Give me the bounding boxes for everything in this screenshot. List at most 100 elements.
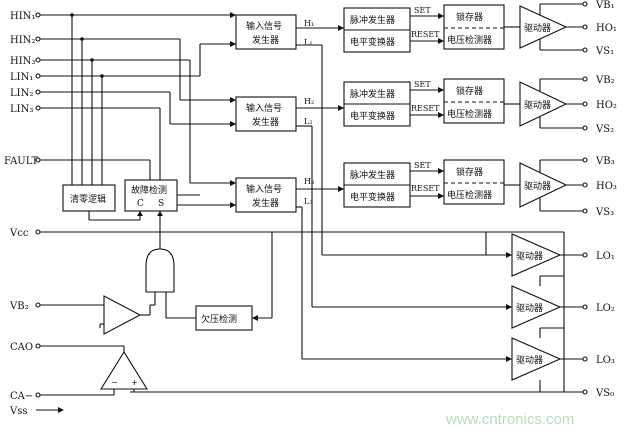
pin-label-lin3: LIN₃	[10, 104, 33, 115]
low-side-wiring	[40, 44, 583, 393]
pin-label-fault: FAULT	[4, 156, 39, 167]
pin-label-ca-minus: CA−	[10, 391, 33, 402]
input-gen-2-line2: 发生器	[252, 116, 279, 128]
label-h2: H₂	[304, 97, 314, 106]
fault-detect-c: C	[137, 199, 144, 209]
clear-logic-label: 清零逻辑	[70, 193, 106, 205]
pin-label-vs0: VS₀	[595, 388, 614, 399]
pin-label-vb2: VB₂	[595, 75, 615, 86]
set-1-label: SET	[414, 6, 431, 15]
label-h1: H₁	[304, 19, 314, 28]
pin-ca-minus	[35, 392, 41, 398]
pulse-gen-2-label: 脉冲发生器	[350, 88, 395, 100]
driver-l1-label: 驱动器	[516, 251, 543, 262]
level-shift-3-label: 电平变换器	[350, 191, 395, 203]
input-generator-1: 输入信号 发生器	[235, 14, 297, 50]
input-generator-3: 输入信号 发生器	[235, 177, 297, 213]
fault-detect-s: S	[158, 199, 164, 209]
pin-lo1	[582, 252, 588, 258]
opamp-minus: −	[111, 378, 118, 387]
label-l3: L₃	[304, 197, 313, 206]
driver-l3-label: 驱动器	[516, 355, 543, 366]
driver-h1-label: 驱动器	[524, 23, 551, 34]
pin-hin2	[35, 36, 41, 42]
pin-label-vss: Vss	[9, 406, 28, 417]
vb2-comparator	[40, 295, 155, 335]
opamp-plus: +	[131, 378, 138, 387]
pin-lin3	[35, 105, 41, 111]
pin-label-hin3: HIN₃	[10, 56, 35, 67]
pin-vb2-in	[35, 302, 41, 308]
vdetect-2-label: 电压检测器	[447, 108, 492, 120]
input-pins: HIN₁ HIN₂ HIN₃ LIN₁ LIN₂ LIN₃ FAULT Vcc …	[4, 11, 41, 417]
and-gate	[145, 248, 196, 319]
pin-vs2	[582, 125, 588, 131]
reset-2-label: RESET	[411, 104, 440, 113]
pin-label-lin2: LIN₂	[10, 88, 33, 99]
pin-fault	[35, 157, 41, 163]
vss-arrow	[36, 407, 64, 413]
pulse-gen-1-label: 脉冲发生器	[350, 14, 395, 26]
pin-label-vs1: VS₁	[595, 46, 614, 57]
input-gen-1-line1: 输入信号	[246, 20, 282, 32]
fault-detect-block: 故障检测 C S	[88, 179, 200, 249]
gen-output-labels: H₁ L₁ H₂ L₂ H₃ L₃	[304, 19, 314, 206]
input-gen-3-line2: 发生器	[252, 197, 279, 209]
pin-ho2	[582, 101, 588, 107]
low-side-driver-2: 驱动器	[511, 285, 583, 329]
input-wiring	[40, 12, 236, 208]
pin-vb2	[582, 76, 588, 82]
pin-label-lin1: LIN₁	[10, 72, 33, 83]
pin-label-lo1: LO₁	[596, 251, 615, 262]
clear-logic-block: 清零逻辑	[62, 184, 116, 212]
pin-lin1	[35, 73, 41, 79]
pin-vs3	[582, 208, 588, 214]
input-gen-3-line1: 输入信号	[246, 183, 282, 195]
pin-lin2	[35, 89, 41, 95]
input-gen-2-line1: 输入信号	[246, 102, 282, 114]
pin-label-ho3: HO₃	[596, 181, 617, 192]
watermark: www.cntronics.com	[445, 411, 574, 428]
pulse-gen-3-label: 脉冲发生器	[350, 169, 395, 181]
pin-vs0	[582, 389, 588, 395]
pin-label-lo2: LO₂	[596, 303, 615, 314]
uv-detect-label: 欠压检测	[201, 313, 237, 325]
pin-label-vs2: VS₂	[595, 124, 614, 135]
pin-label-hin2: HIN₂	[10, 35, 35, 46]
pin-hin3	[35, 57, 41, 63]
latch-3-label: 锁存器	[456, 166, 483, 178]
pin-label-ho1: HO₁	[596, 23, 617, 34]
driver-h2-label: 驱动器	[524, 100, 551, 111]
pin-label-ho2: HO₂	[596, 100, 617, 111]
low-side-driver-3: 驱动器	[511, 337, 583, 381]
label-l2: L₂	[304, 117, 313, 126]
pin-label-hin1: HIN₁	[10, 11, 35, 22]
pin-label-vb1: VB₁	[595, 0, 615, 11]
reset-1-label: RESET	[411, 30, 440, 39]
vdetect-1-label: 电压检测器	[447, 34, 492, 46]
pin-lo3	[582, 356, 588, 362]
pin-vb3	[582, 157, 588, 163]
pin-hin1	[35, 12, 41, 18]
set-3-label: SET	[414, 161, 431, 170]
pin-label-vs3: VS₃	[595, 207, 614, 218]
fault-detect-label: 故障检测	[131, 184, 167, 196]
level-shift-1-label: 电平变换器	[350, 36, 395, 48]
latch-2-label: 锁存器	[456, 85, 483, 97]
label-l1: L₁	[304, 38, 313, 47]
undervoltage-detect-block: 欠压检测	[195, 232, 273, 331]
pin-label-vb2-in: VB₂	[9, 301, 29, 312]
set-2-label: SET	[414, 80, 431, 89]
pin-ho1	[582, 24, 588, 30]
pin-label-lo3: LO₃	[596, 355, 615, 366]
level-shift-2-label: 电平变换器	[350, 110, 395, 122]
pin-label-cao: CAO	[10, 342, 33, 353]
latch-1-label: 锁存器	[456, 11, 483, 23]
vdetect-3-label: 电压检测器	[447, 189, 492, 201]
pin-vcc	[35, 229, 41, 235]
output-pins: VB₁ HO₁ VS₁ VB₂ HO₂ VS₂ VB₃ HO₃ VS₃ LO₁ …	[582, 0, 617, 399]
h-wiring	[296, 25, 344, 192]
high-side-channel-2: 脉冲发生器 电平变换器 SET RESET 锁存器 电压检测器 驱动器	[343, 78, 583, 129]
